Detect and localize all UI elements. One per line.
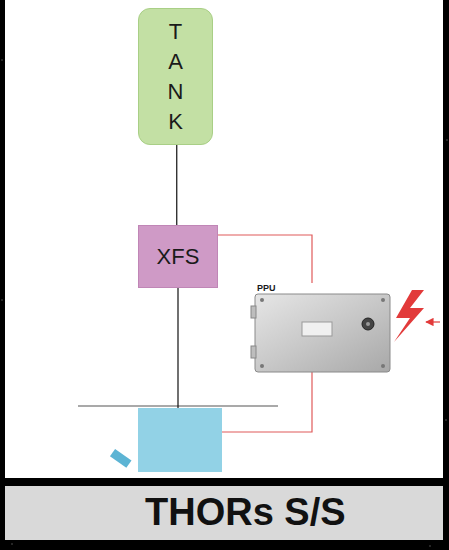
node-label: XFS <box>157 244 200 270</box>
caption-text: THORs S/S <box>145 489 346 535</box>
power-arrow <box>426 321 440 322</box>
ppu-unit <box>251 294 390 372</box>
caption-bar <box>5 486 443 540</box>
connector-line <box>218 235 312 283</box>
xfs-box: XFS <box>138 225 218 288</box>
thruster-box <box>138 408 222 472</box>
ppu-box: PPU <box>255 283 390 372</box>
power-wire <box>222 372 312 432</box>
node-label: PPU <box>257 283 276 293</box>
white-panel <box>5 0 443 478</box>
feed-line <box>177 288 178 408</box>
connector-line <box>176 145 177 225</box>
node-label: TANK <box>165 17 187 137</box>
tank-box: TANK <box>138 8 213 145</box>
power-bolt <box>394 290 424 342</box>
thruster-plume <box>110 449 132 468</box>
